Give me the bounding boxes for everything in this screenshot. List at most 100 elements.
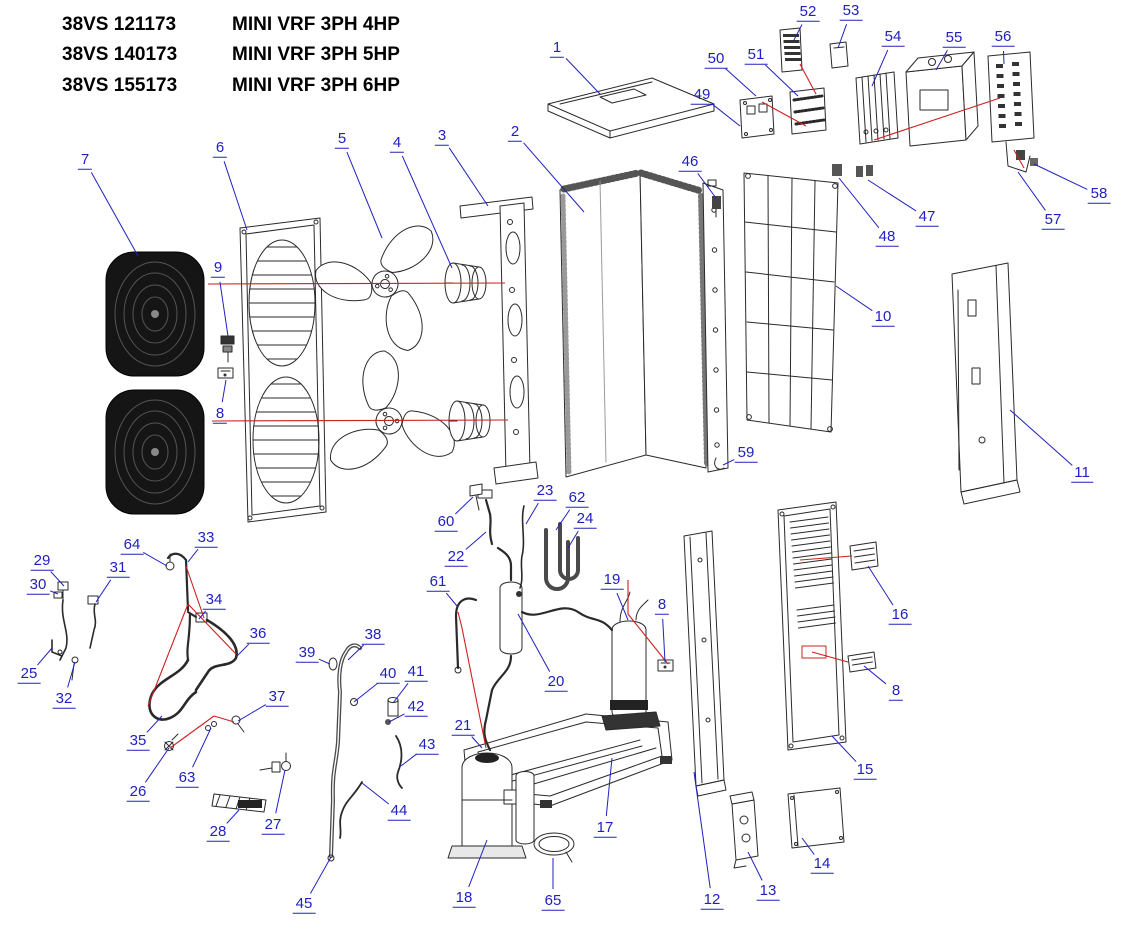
leader-line-60-25	[455, 496, 474, 515]
leader-line-11-10	[1009, 409, 1073, 466]
leader-line-43-64	[400, 753, 418, 767]
leader-line-29-44	[50, 571, 65, 587]
leader-line-3-2	[448, 147, 489, 207]
top-cover-panel	[547, 77, 715, 139]
leader-line-23-26	[525, 502, 539, 525]
leader-line-48-14	[838, 177, 880, 229]
leader-line-25-50	[37, 647, 53, 666]
fan-shroud-panel	[239, 217, 327, 523]
leader-line-63-56	[192, 727, 212, 768]
valve-cluster-left	[51, 581, 99, 681]
leader-line-36-53	[236, 643, 250, 657]
service-panel	[777, 501, 847, 751]
pipes-small-top	[469, 483, 525, 597]
leader-line-7-6	[90, 172, 139, 257]
fan-propeller-top	[315, 225, 434, 351]
fan-grille-bottom	[105, 389, 205, 515]
cover-plate	[787, 787, 845, 849]
leader-line-52-18	[793, 24, 803, 41]
leader-line-33-48	[187, 548, 199, 563]
callout-leader-lines	[37, 24, 1088, 894]
leader-line-12-38	[693, 771, 711, 889]
title-block: 38VS 121173 MINI VRF 3PH 4HP 38VS 140173…	[62, 10, 400, 101]
model-line: 38VS 140173 MINI VRF 3PH 5HP	[62, 40, 400, 70]
motor-mount-bracket	[459, 196, 539, 485]
small-fittings-bottom-left	[164, 715, 291, 813]
leader-line-2-1	[523, 142, 585, 213]
divider-panel	[683, 530, 727, 797]
leader-line-22-29	[465, 531, 487, 550]
leader-line-35-52	[146, 715, 163, 733]
leader-line-26-55	[144, 747, 170, 783]
leader-line-24-28	[567, 530, 579, 549]
leader-line-44-65	[361, 782, 390, 805]
leader-line-15-41	[831, 735, 857, 762]
leader-line-17-35	[605, 757, 613, 817]
leader-line-5-4	[346, 151, 383, 239]
leader-line-38-60	[347, 644, 364, 661]
model-desc: MINI VRF 3PH 5HP	[232, 44, 400, 66]
leader-line-20-33	[517, 613, 551, 672]
grommet	[533, 832, 575, 863]
leader-line-50-16	[725, 68, 757, 97]
leader-line-32-51	[67, 661, 76, 688]
drawing-ink	[51, 27, 1038, 869]
leader-line-31-46	[95, 579, 112, 603]
model-line: 38VS 121173 MINI VRF 3PH 4HP	[62, 10, 400, 40]
leader-line-16-42	[867, 565, 894, 606]
leader-line-28-57	[226, 809, 240, 824]
leader-line-14-40	[801, 837, 815, 855]
alignment-lines	[147, 63, 1025, 749]
leader-line-51-17	[765, 64, 799, 97]
leader-line-18-36	[468, 839, 488, 888]
leader-line-39-59	[318, 658, 331, 665]
leader-line-9-7	[219, 281, 229, 337]
leader-line-54-20	[871, 49, 889, 87]
side-panel-right	[951, 262, 1021, 505]
leader-line-62-27	[555, 509, 571, 531]
leader-line-21-34	[471, 736, 483, 749]
leader-line-8-8	[221, 379, 227, 403]
leader-line-19-31	[616, 592, 629, 621]
model-desc: MINI VRF 3PH 6HP	[232, 74, 400, 96]
vent-plate-parts	[847, 541, 879, 673]
leader-line-34-49	[198, 610, 207, 620]
accumulator	[601, 591, 661, 731]
leader-line-1-0	[565, 58, 601, 95]
clip-part	[714, 457, 725, 470]
leader-line-49-15	[711, 103, 741, 127]
heat-exchanger-coil	[559, 169, 729, 478]
leader-line-59-11	[722, 459, 735, 466]
pipe-group-right	[327, 643, 403, 862]
leader-line-27-58	[275, 769, 286, 814]
pipe-assembly-left	[148, 552, 238, 721]
leader-line-13-39	[747, 851, 763, 881]
receiver-cylinder	[483, 546, 614, 752]
model-code: 38VS 121173	[62, 14, 177, 35]
pipe-61	[454, 597, 478, 674]
electrical-box-cluster	[712, 27, 1038, 218]
leader-line-58-24	[1033, 163, 1088, 190]
u-tubes	[544, 522, 580, 591]
model-line: 38VS 155173 MINI VRF 3PH 6HP	[62, 71, 400, 101]
leader-line-57-23	[1017, 171, 1046, 211]
small-electrical-box	[729, 791, 759, 869]
model-code: 38VS 140173	[62, 44, 178, 66]
model-desc: MINI VRF 3PH 4HP	[232, 14, 400, 35]
leader-line-61-30	[445, 592, 458, 607]
fan-propeller-bottom	[330, 350, 455, 470]
fan-grille-top	[105, 251, 205, 377]
leader-line-45-66	[309, 856, 332, 894]
leader-line-56-22	[1003, 50, 1005, 65]
leader-line-6-5	[223, 161, 248, 231]
leader-line-55-21	[935, 49, 948, 71]
wire-guard-grid	[743, 172, 839, 433]
leader-line-47-13	[867, 179, 917, 212]
leader-line-41-62	[392, 683, 409, 704]
leader-line-40-61	[353, 682, 379, 703]
sensor-clip-parts	[217, 335, 235, 379]
leader-line-46-12	[697, 173, 717, 199]
leader-line-37-54	[237, 704, 267, 722]
